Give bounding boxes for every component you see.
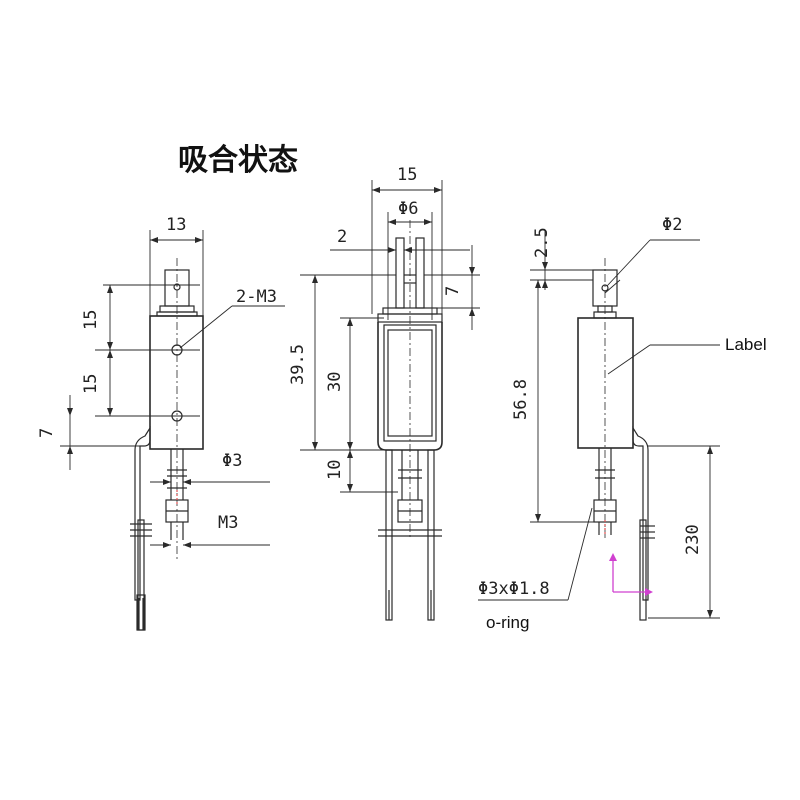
dim-mid-width: 15 [397,165,417,185]
dim-mid-slot: 2 [337,227,347,247]
dim-mid-bore: Φ6 [398,199,418,219]
dim-left-offset: 7 [37,428,57,438]
axis-marker [609,553,653,596]
dim-right-lead-length: 230 [683,524,703,555]
label-hole-dia: Φ2 [662,215,682,235]
left-body [149,315,204,450]
label-thread: M3 [218,513,238,533]
dim-right-length: 56.8 [511,379,531,420]
right-bracket [632,425,649,601]
dim-mid-tab: 7 [443,286,463,296]
dim-mid-stroke: 10 [325,460,345,480]
right-view: 2.5 Φ2 56.8 Label 230 Φ3xΦ1.8 o-ring [478,215,767,632]
left-bracket [134,425,151,601]
left-view: 13 15 15 7 2-M3 Φ3 M3 [37,215,285,631]
dim-left-pitch-1: 15 [81,310,101,330]
middle-view: 15 Φ6 2 7 39.5 30 10 [288,165,480,621]
dim-mid-body: 30 [325,372,345,392]
label-shaft-dia: Φ3 [222,451,242,471]
dim-left-width: 13 [166,215,186,235]
drawing-title: 吸合状态 [178,143,298,178]
label-holes: 2-M3 [236,287,277,307]
right-body [577,317,634,449]
label-oring-size: Φ3xΦ1.8 [478,579,550,599]
label-callout: Label [725,335,767,354]
dim-mid-height: 39.5 [288,344,308,385]
dim-left-pitch-2: 15 [81,374,101,394]
label-oring: o-ring [486,613,529,632]
dim-right-top-offset: 2.5 [532,227,552,258]
